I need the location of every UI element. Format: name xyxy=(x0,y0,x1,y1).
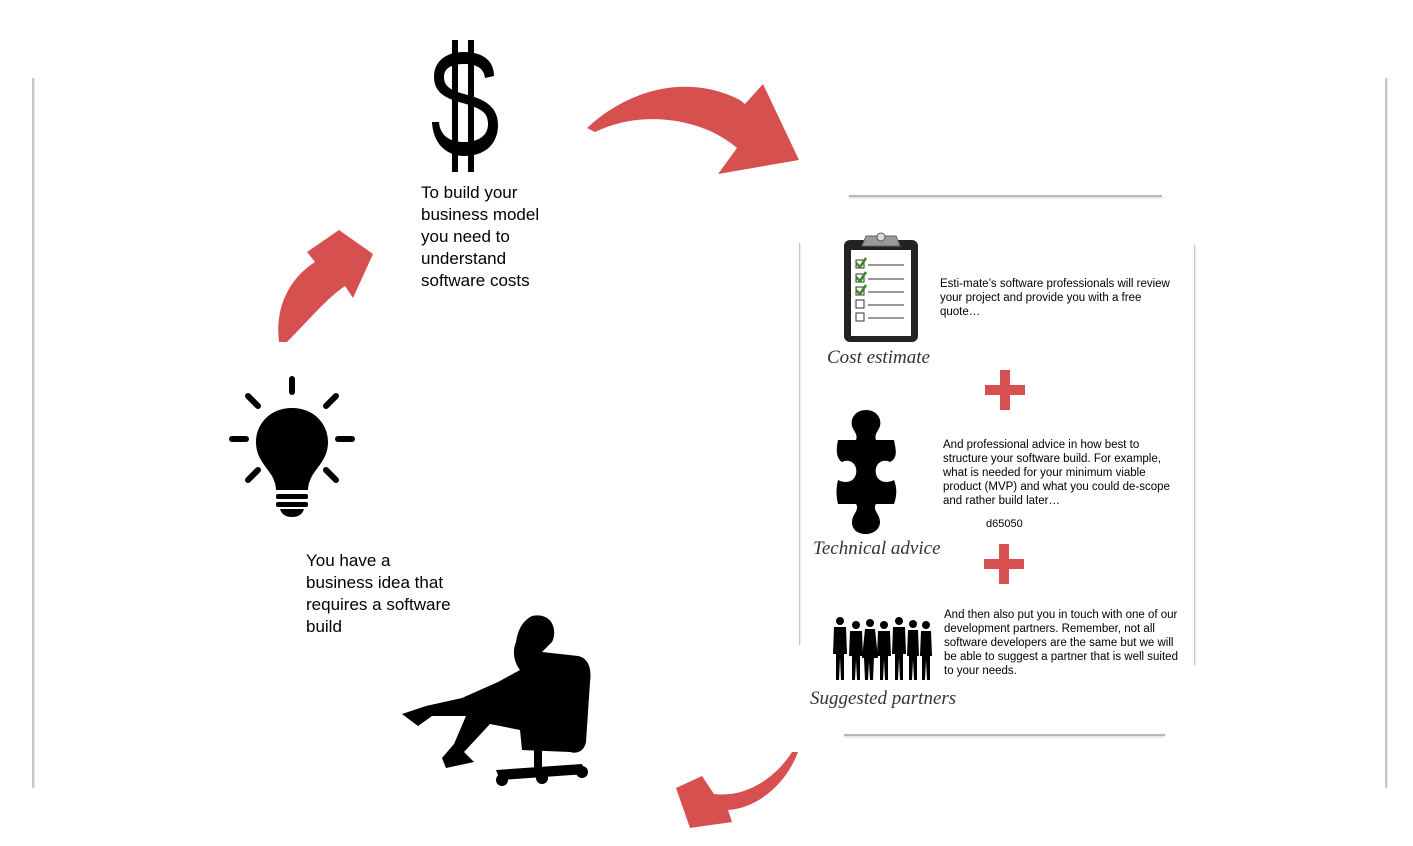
right-border xyxy=(1385,78,1387,788)
idea-text: You have a business idea that requires a… xyxy=(306,551,451,636)
plus-icon xyxy=(985,370,1025,410)
cost-estimate-text: Esti-mate’s software professionals will … xyxy=(940,278,1170,318)
panel-right-border xyxy=(1194,245,1195,665)
puzzle-piece-icon xyxy=(836,410,897,534)
curved-arrow-icon xyxy=(676,752,798,828)
panel-left-border xyxy=(799,243,800,645)
cost-estimate-caption: Cost estimate xyxy=(827,347,930,368)
dollar-icon xyxy=(432,40,498,172)
left-border xyxy=(32,78,34,788)
suggested-partners-text: And then also put you in touch with one … xyxy=(944,609,1178,677)
lightbulb-icon xyxy=(229,376,355,517)
cost-text: To build your business model you need to… xyxy=(421,183,540,290)
panel-top-divider xyxy=(849,195,1162,197)
people-group-icon xyxy=(833,617,932,680)
technical-advice-text: And professional advice in how best to s… xyxy=(943,439,1170,507)
businessman-chair-icon xyxy=(402,615,591,786)
technical-advice-caption: Technical advice xyxy=(813,538,941,559)
curved-arrow-icon xyxy=(278,230,373,342)
clipboard-checklist-icon xyxy=(844,232,918,342)
curved-arrow-icon xyxy=(587,84,799,174)
panel-bottom-divider xyxy=(844,734,1165,736)
color-code-label: d65050 xyxy=(986,518,1023,530)
plus-icon xyxy=(984,544,1024,584)
suggested-partners-caption: Suggested partners xyxy=(810,688,957,709)
